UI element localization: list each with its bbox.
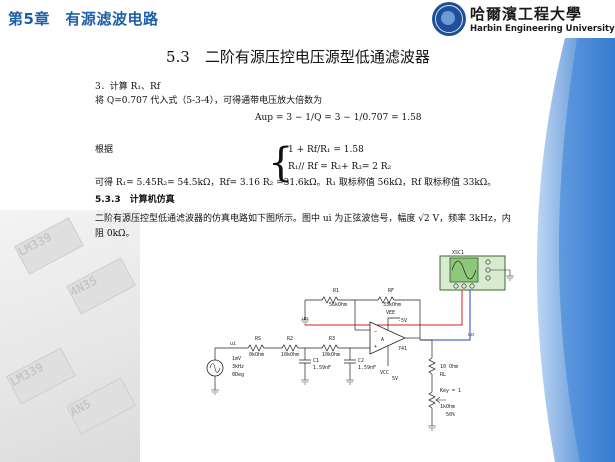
rw-key-label: Key = 1 [440, 388, 461, 394]
decorative-swoosh [524, 38, 615, 462]
ground-icon [506, 275, 514, 281]
chapter-title: 第5章 有源滤波电路 [8, 10, 159, 28]
slide-title: 5.3 二阶有源压控电压源型低通滤波器 [166, 48, 430, 66]
svg-text:+: + [374, 344, 377, 350]
university-name-cn: 哈爾濱工程大學 [470, 5, 583, 23]
oscilloscope-label: XSC1 [452, 250, 464, 256]
subsection-heading: 5.3.3 计算机仿真 [95, 195, 175, 205]
op-amp-label: 741 [398, 346, 407, 352]
rs-label: RS [255, 336, 261, 342]
source-phase: 0Deg [232, 372, 244, 378]
rl-value: 10 Ohm [440, 364, 458, 370]
scope-terminal [485, 275, 491, 281]
capacitor-c2 [344, 359, 356, 364]
ground-icon [211, 389, 219, 395]
r1-label: R1 [333, 288, 339, 294]
load-network: 10 Ohm RL Key = 1 1kOhm 50% [420, 339, 461, 431]
ground-icon [428, 425, 436, 431]
output-trace-blue [420, 290, 471, 341]
vcc-value: 5V [392, 376, 398, 382]
resistor-r3 [321, 344, 339, 352]
rw-value: 1kOhm [440, 404, 455, 410]
c2-value: 1.59nF [358, 365, 376, 371]
substitute-text: 将 Q=0.707 代入式（5-3-4），可得通带电压放大倍数为 [95, 96, 323, 106]
rw-percent: 50% [446, 412, 455, 418]
resistor-rl [428, 357, 436, 375]
simulation-text-line2: 阻 0kΩ。 [95, 229, 135, 239]
equation-2: R₁// Rf = R₂+ R₃= 2 R₂ [288, 162, 392, 172]
potentiometer-rw [428, 391, 436, 409]
r3-value: 10kOhm [322, 352, 340, 358]
rs-value: 0kOhm [249, 352, 264, 358]
resistor-rs [247, 344, 265, 352]
r3-label: R3 [329, 336, 335, 342]
decorative-ic-background: LM339 4N35 LM339 AN5 [0, 210, 140, 462]
rf-label: RF [388, 288, 394, 294]
r2-value: 10kOhm [281, 352, 299, 358]
op-amp-741: − + A 741 VEE -5V VCC 5V [354, 300, 420, 382]
gain-formula: Aup = 3 − 1/Q = 3 − 1/0.707 = 1.58 [255, 113, 422, 123]
result-text: 可得 R₁= 5.45R₂= 54.5kΩ，Rf= 3.16 R₂ =31.6k… [95, 178, 497, 188]
university-name-en: Harbin Engineering University [470, 24, 615, 34]
source-frequency: 3kHz [232, 364, 244, 370]
scope-terminal [469, 283, 475, 289]
oscilloscope: XSC1 [439, 250, 514, 291]
university-emblem-icon [432, 2, 466, 36]
feedback-network: R1 56kOhm RF 33kOhm [301, 288, 421, 340]
equation-1: 1 + Rf/R₁ = 1.58 [288, 145, 364, 155]
capacitor-c1 [299, 359, 311, 364]
resistor-r2 [281, 344, 299, 352]
scope-ground-wire [490, 269, 511, 276]
vee-label: VEE [386, 310, 395, 316]
rl-label: RL [440, 372, 446, 378]
sine-wave-icon [451, 260, 477, 280]
scope-terminal [485, 259, 491, 265]
step-heading: 3．计算 R₁、Rf [95, 82, 161, 92]
c1-label: C1 [313, 358, 319, 364]
r1-value: 56kOhm [329, 302, 347, 308]
source-amplitude: 1mV [232, 356, 241, 362]
vee-value: -5V [398, 318, 407, 324]
rf-value: 33kOhm [383, 302, 401, 308]
simulation-text-line1: 二阶有源压控型低通滤波器的仿真电路如下图所示。图中 ui 为正弦波信号，幅度 √… [95, 214, 511, 224]
vcc-label: VCC [380, 370, 389, 376]
scope-terminal [461, 283, 467, 289]
resistor-rf [377, 296, 395, 304]
equation-brace: { [268, 140, 294, 186]
c1-value: 1.59nF [313, 365, 331, 371]
header-bar: 第5章 有源滤波电路 哈爾濱工程大學 Harbin Engineering Un… [0, 0, 615, 38]
svg-text:−: − [374, 329, 377, 335]
uo-output-label: uo [468, 332, 474, 338]
resistor-r1 [321, 296, 339, 304]
r2-label: R2 [287, 336, 293, 342]
input-trace-red [305, 290, 463, 326]
ground-icon [301, 319, 309, 325]
uo-node-label: uo [302, 316, 308, 322]
ground-icon [301, 379, 309, 385]
input-chain: ui uo uo 1mV 3kHz 0Deg RS 0kOhm R2 10kOh… [206, 316, 474, 395]
basis-text: 根据 [95, 145, 114, 155]
ground-icon [346, 379, 354, 385]
ui-node-label: ui [230, 341, 236, 347]
scope-terminal [453, 283, 459, 289]
c2-label: C2 [358, 358, 364, 364]
svg-text:A: A [381, 337, 384, 343]
